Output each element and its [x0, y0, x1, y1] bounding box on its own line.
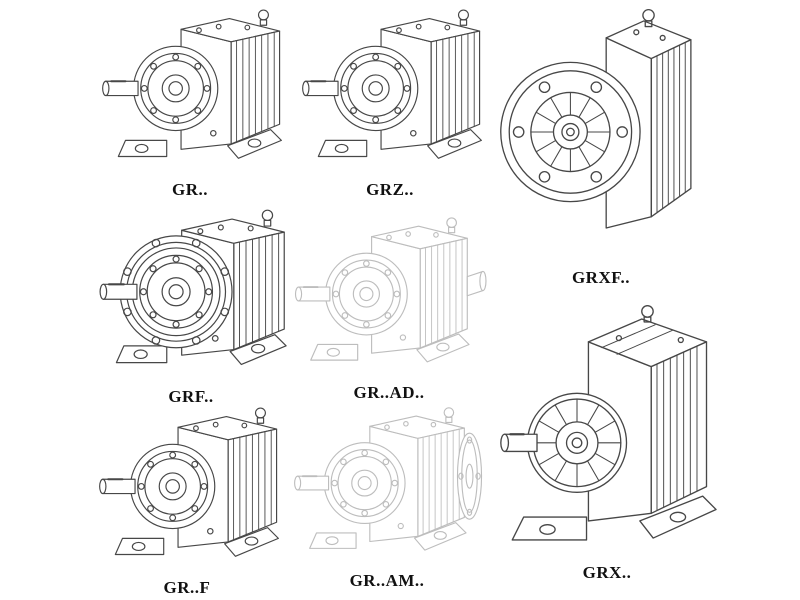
figure-label-grf: GRF..	[168, 387, 214, 406]
gearbox-drawing-gr-ad	[288, 214, 490, 381]
figure-gr-f: GR..F	[86, 404, 288, 598]
figure-grf: GRF..	[88, 206, 294, 407]
figure-gr: GR..	[90, 6, 290, 200]
figure-label-gr-f: GR..F	[163, 578, 211, 597]
gearbox-drawing-grz	[292, 6, 488, 178]
gearbox-drawing-grxf	[495, 4, 707, 260]
figure-label-grxf: GRXF..	[571, 268, 631, 287]
figure-label-grz: GRZ..	[366, 180, 414, 199]
gearbox-drawing-gr-am	[287, 404, 487, 569]
figure-label-grx: GRX..	[582, 563, 632, 582]
figure-label-gr-am: GR..AM..	[349, 571, 425, 590]
gearbox-drawing-grf	[92, 206, 290, 385]
gearbox-drawing-grx	[495, 300, 719, 559]
figure-label-gr-ad: GR..AD..	[353, 383, 425, 402]
figure-gr-am: GR..AM..	[286, 404, 488, 591]
figure-grx: GRX..	[492, 300, 722, 583]
figure-gr-ad: GR..AD..	[286, 214, 492, 403]
gearbox-drawing-gr	[95, 6, 285, 178]
figure-grxf: GRXF..	[490, 4, 712, 288]
gearbox-drawing-gr-f	[92, 404, 282, 576]
figure-grz: GRZ..	[290, 6, 490, 200]
figure-label-gr: GR..	[172, 180, 208, 199]
